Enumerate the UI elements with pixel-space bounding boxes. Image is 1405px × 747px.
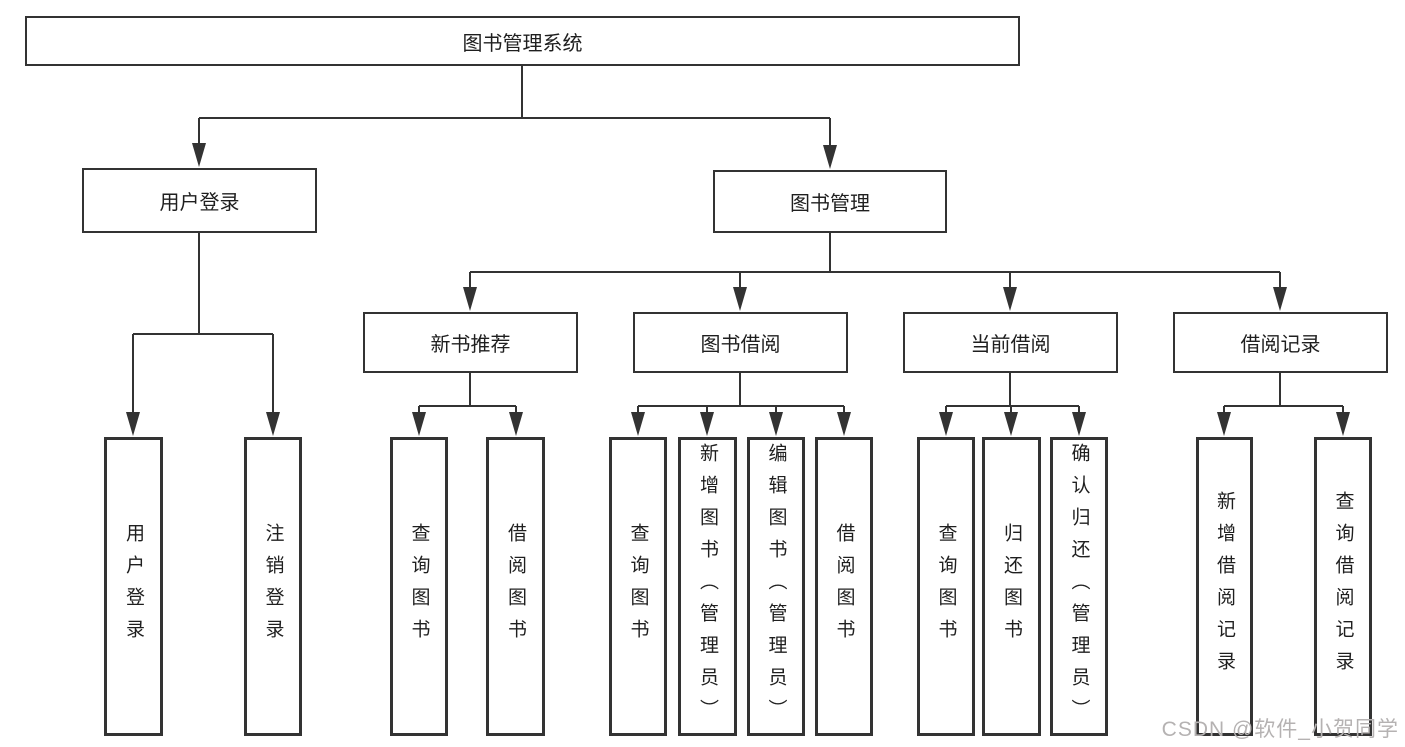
leaf-query-books-current: 查询图书 [917, 437, 975, 736]
node-book-borrowing: 图书借阅 [633, 312, 848, 373]
leaf-return-book: 归还图书 [982, 437, 1041, 736]
leaf-add-borrow-record: 新增借阅记录 [1196, 437, 1253, 736]
node-new-book-recommend: 新书推荐 [363, 312, 578, 373]
node-user-login: 用户登录 [82, 168, 317, 233]
leaf-confirm-return-admin: 确认归还（管理员） [1050, 437, 1108, 736]
leaf-query-borrow-record: 查询借阅记录 [1314, 437, 1372, 736]
node-current-borrowing: 当前借阅 [903, 312, 1118, 373]
node-borrow-records: 借阅记录 [1173, 312, 1388, 373]
leaf-query-books-borrowing: 查询图书 [609, 437, 667, 736]
leaf-edit-book-admin: 编辑图书（管理员） [747, 437, 805, 736]
node-book-management: 图书管理 [713, 170, 947, 233]
leaf-user-login: 用户登录 [104, 437, 163, 736]
csdn-watermark: CSDN @软件_小贺同学 [1161, 718, 1399, 741]
leaf-add-book-admin: 新增图书（管理员） [678, 437, 737, 736]
leaf-borrow-books-borrowing: 借阅图书 [815, 437, 873, 736]
leaf-query-books-recommend: 查询图书 [390, 437, 448, 736]
leaf-logout: 注销登录 [244, 437, 302, 736]
leaf-borrow-books-recommend: 借阅图书 [486, 437, 545, 736]
node-book-management-system: 图书管理系统 [25, 16, 1020, 66]
